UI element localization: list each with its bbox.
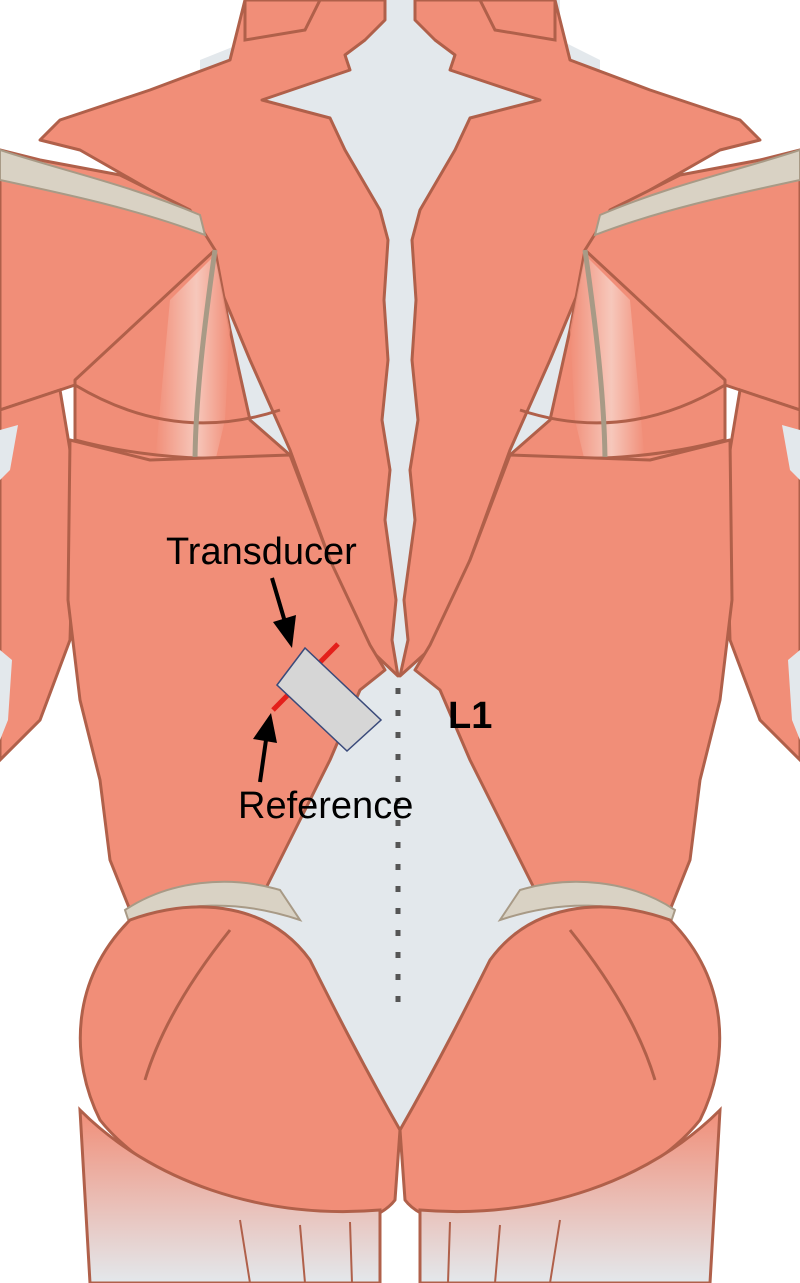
reference-label: Reference — [238, 785, 413, 827]
right-scapula-spine — [593, 148, 800, 237]
left-arm-edge — [0, 425, 18, 740]
right-teres-highlight — [570, 255, 645, 462]
reference-arrow-head — [253, 713, 277, 743]
transducer-arrow-shaft — [270, 577, 287, 623]
right-gluteus-line — [568, 929, 657, 1081]
left-teres-highlight — [155, 255, 230, 462]
left-thigh-lines — [239, 1219, 353, 1283]
left-latissimus-dorsi — [66, 438, 387, 912]
left-neck-muscle — [243, 0, 322, 42]
right-neck-muscle — [478, 0, 557, 42]
right-trapezius — [398, 0, 762, 678]
right-thigh — [418, 1106, 722, 1283]
left-thigh — [78, 1106, 382, 1283]
reference-arrow-shaft — [258, 739, 268, 783]
left-trapezius — [38, 0, 400, 678]
transducer-label: Transducer — [166, 531, 357, 573]
transducer-arrow-head — [273, 615, 296, 648]
left-upper-arm — [0, 388, 77, 763]
left-scapula-border — [192, 249, 218, 466]
right-thigh-lines — [447, 1219, 561, 1283]
left-gluteus-line — [143, 929, 232, 1081]
right-upper-arm — [723, 388, 800, 763]
right-scapula-border — [582, 249, 608, 466]
vertebral-level-label: L1 — [448, 695, 492, 737]
left-scapula-spine — [0, 148, 207, 237]
right-arm-edge — [782, 425, 800, 740]
transducer-probe — [275, 646, 383, 753]
right-latissimus-dorsi — [413, 438, 734, 912]
